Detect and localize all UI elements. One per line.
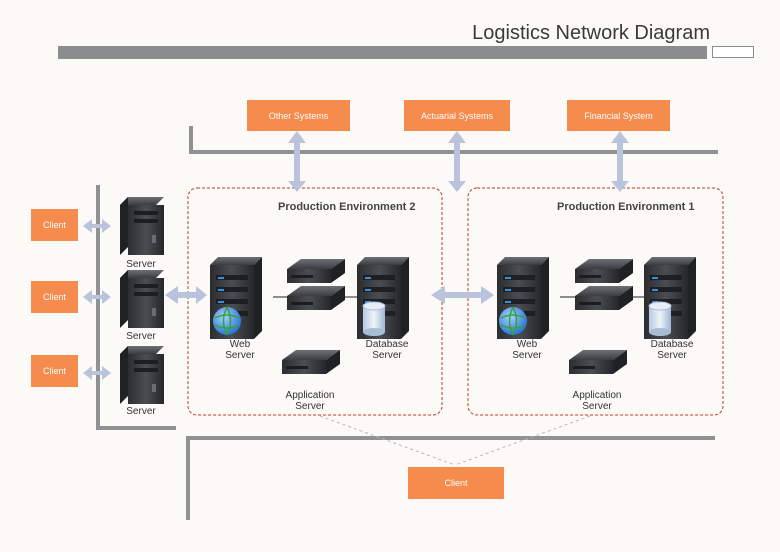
header-bar-tab bbox=[712, 46, 754, 58]
link-arrows bbox=[83, 219, 494, 380]
blade-server-1a bbox=[575, 259, 633, 283]
left-server-3-label: Server bbox=[126, 406, 156, 417]
client-box-bottom: Client bbox=[408, 467, 504, 499]
blade-server-2b bbox=[287, 286, 345, 310]
web-globe-icon-1 bbox=[499, 307, 527, 335]
client-box-3: Client bbox=[31, 355, 78, 387]
header-bar bbox=[58, 46, 707, 59]
application-server-2-box bbox=[282, 350, 340, 374]
financial-system-box: Financial System bbox=[567, 100, 670, 131]
system-arrows bbox=[288, 131, 629, 192]
production-environment-2-box bbox=[187, 187, 443, 416]
database-cylinder-icon-2 bbox=[362, 301, 386, 336]
left-bus-line bbox=[96, 185, 176, 430]
application-server-1-box bbox=[569, 350, 627, 374]
database-cylinder-icon-1 bbox=[648, 301, 672, 336]
left-server-2 bbox=[120, 270, 164, 328]
page-title: Logistics Network Diagram bbox=[472, 22, 710, 44]
web-globe-icon-2 bbox=[213, 307, 241, 335]
blade-server-1b bbox=[575, 286, 633, 310]
left-server-3 bbox=[120, 346, 164, 404]
production-environment-2-label: Production Environment 2 bbox=[278, 201, 416, 213]
client-dashed-links bbox=[319, 415, 591, 466]
left-server-1 bbox=[120, 197, 164, 255]
production-environment-1-box bbox=[467, 187, 724, 416]
top-bus-line bbox=[189, 126, 718, 154]
left-server-1-label: Server bbox=[126, 259, 156, 270]
production-environment-1-label: Production Environment 1 bbox=[557, 201, 695, 213]
blade-server-2a bbox=[287, 259, 345, 283]
left-server-2-label: Server bbox=[126, 331, 156, 342]
other-systems-box: Other Systems bbox=[247, 100, 350, 131]
actuarial-systems-box: Actuarial Systems bbox=[404, 100, 510, 131]
client-box-2: Client bbox=[31, 281, 78, 313]
client-box-1: Client bbox=[31, 209, 78, 241]
bottom-bus-line bbox=[186, 436, 715, 520]
